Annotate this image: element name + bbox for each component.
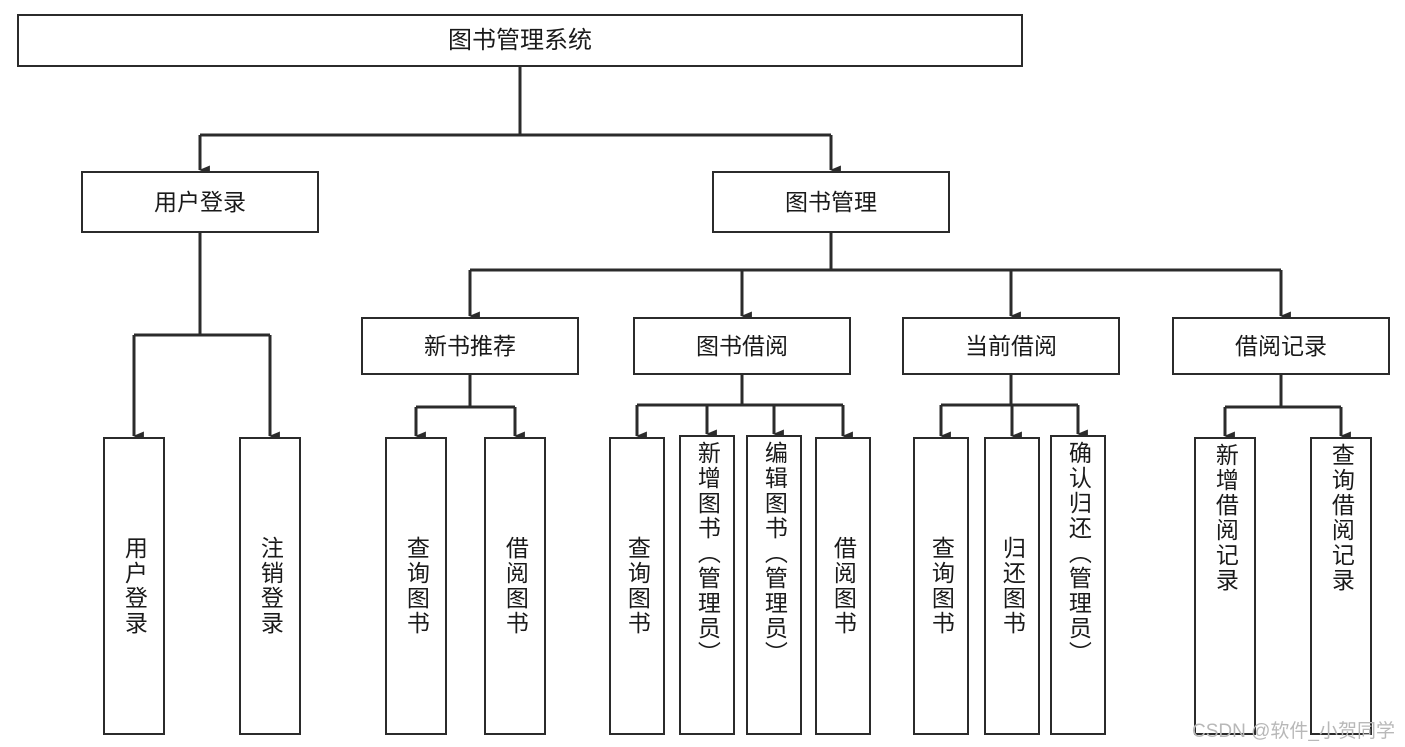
node-label-leaf-borrow-book-1: 借阅图书 [502,536,529,636]
node-leaf-return-book[interactable]: 归还图书 [984,437,1040,735]
node-label-book-borrow: 图书借阅 [696,332,788,359]
node-label-leaf-add-record: 新增借阅记录 [1212,443,1239,593]
node-label-current-borrow: 当前借阅 [965,332,1057,359]
node-label-new-book-rec: 新书推荐 [424,332,516,359]
node-label-leaf-query-record: 查询借阅记录 [1328,443,1355,593]
node-current-borrow[interactable]: 当前借阅 [902,317,1120,375]
node-label-leaf-return-book: 归还图书 [999,536,1026,636]
node-label-leaf-user-login: 用户登录 [121,536,148,636]
node-label-leaf-query-book-1: 查询图书 [403,536,430,636]
node-leaf-query-record[interactable]: 查询借阅记录 [1310,437,1372,735]
node-label-leaf-add-book: 新增图书（管理员） [694,441,721,666]
node-leaf-logout[interactable]: 注销登录 [239,437,301,735]
node-label-leaf-borrow-book-2: 借阅图书 [830,536,857,636]
node-label-user-login: 用户登录 [154,188,246,215]
node-book-borrow[interactable]: 图书借阅 [633,317,851,375]
node-label-borrow-record: 借阅记录 [1235,332,1327,359]
node-label-book-manage: 图书管理 [785,188,877,215]
node-leaf-add-book[interactable]: 新增图书（管理员） [679,435,735,735]
node-leaf-add-record[interactable]: 新增借阅记录 [1194,437,1256,735]
node-label-leaf-logout: 注销登录 [257,536,284,636]
watermark-text: CSDN @软件_小贺同学 [1192,721,1395,742]
node-label-root: 图书管理系统 [448,26,592,54]
node-root[interactable]: 图书管理系统 [17,14,1023,67]
node-leaf-query-book-2[interactable]: 查询图书 [609,437,665,735]
node-user-login[interactable]: 用户登录 [81,171,319,233]
node-leaf-query-book-1[interactable]: 查询图书 [385,437,447,735]
node-leaf-edit-book[interactable]: 编辑图书（管理员） [746,435,802,735]
node-label-leaf-query-book-3: 查询图书 [928,536,955,636]
node-book-manage[interactable]: 图书管理 [712,171,950,233]
node-leaf-borrow-book-1[interactable]: 借阅图书 [484,437,546,735]
node-leaf-confirm-return[interactable]: 确认归还（管理员） [1050,435,1106,735]
node-label-leaf-confirm-return: 确认归还（管理员） [1065,441,1092,666]
node-label-leaf-query-book-2: 查询图书 [624,536,651,636]
node-borrow-record[interactable]: 借阅记录 [1172,317,1390,375]
node-label-leaf-edit-book: 编辑图书（管理员） [761,441,788,666]
node-leaf-user-login[interactable]: 用户登录 [103,437,165,735]
node-leaf-borrow-book-2[interactable]: 借阅图书 [815,437,871,735]
node-new-book-rec[interactable]: 新书推荐 [361,317,579,375]
node-leaf-query-book-3[interactable]: 查询图书 [913,437,969,735]
